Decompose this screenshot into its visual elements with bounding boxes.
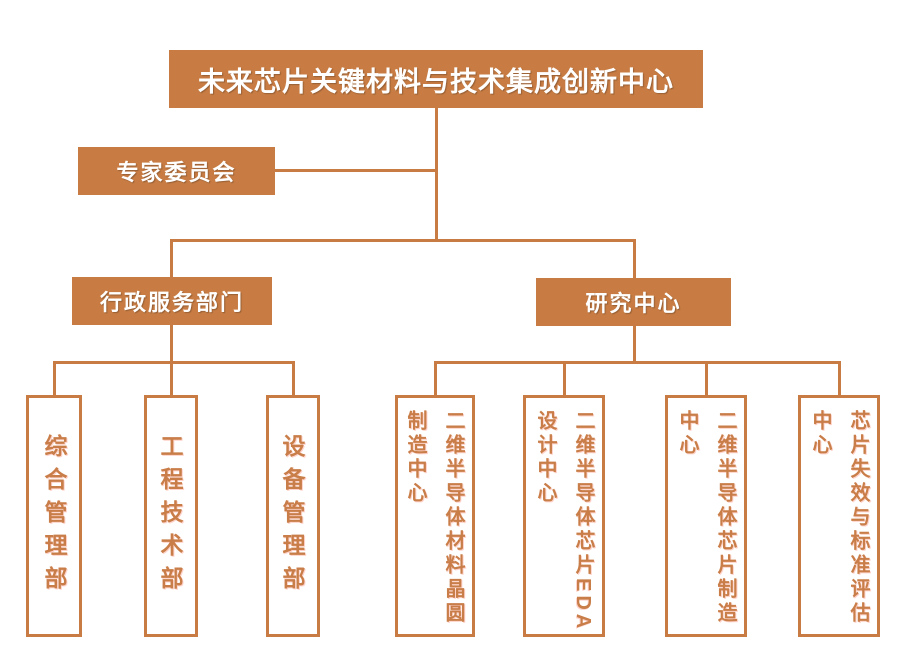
vertical-text-column: 二维半导体芯片制造: [714, 410, 736, 626]
org-root-box: 未来芯片关键材料与技术集成创新中心: [169, 50, 703, 108]
connector-drop-center-2: [563, 361, 566, 395]
connector-admin-stem: [170, 325, 173, 362]
vertical-text-column: 制造中心: [404, 410, 426, 506]
connector-drop-dept-2: [170, 361, 173, 395]
center-box-2d-semiconductor-chip-manufacturing: 二维半导体芯片制造 中心: [665, 395, 747, 637]
center-box-2d-semiconductor-wafer-manufacturing: 二维半导体材料晶圆 制造中心: [395, 395, 475, 637]
center-box-chip-failure-standards-evaluation: 芯片失效与标准评估 中心: [798, 395, 880, 637]
center-box-2d-semiconductor-eda-design: 二维半导体芯片EDA 设计中心: [523, 395, 605, 637]
vertical-text-column: 二维半导体材料晶圆: [442, 410, 464, 626]
admin-department-box: 行政服务部门: [72, 277, 272, 325]
dept-box-general-management: 综合管理部: [26, 395, 82, 637]
dept-box-engineering-technology: 工程技术部: [144, 395, 198, 637]
dept-box-equipment-management: 设备管理部: [266, 395, 320, 637]
research-center-box: 研究中心: [536, 278, 731, 326]
connector-drop-center-4: [838, 361, 841, 395]
connector-drop-center-1: [434, 361, 437, 395]
connector-drop-admin: [170, 239, 173, 277]
connector-drop-dept-1: [53, 361, 56, 395]
vertical-text-column: 中心: [676, 410, 698, 458]
connector-research-stem: [633, 326, 636, 361]
connector-trunk-vertical: [435, 108, 438, 240]
connector-drop-dept-3: [292, 361, 295, 395]
connector-expert-horizontal: [275, 169, 437, 172]
expert-committee-box: 专家委员会: [78, 147, 275, 195]
connector-drop-center-3: [705, 361, 708, 395]
connector-research-horizontal: [434, 361, 841, 364]
connector-admin-horizontal: [53, 361, 295, 364]
vertical-text-column: 中心: [809, 410, 831, 458]
vertical-text-column: 芯片失效与标准评估: [847, 410, 869, 626]
connector-drop-research: [633, 239, 636, 278]
vertical-text-column: 二维半导体芯片EDA: [572, 410, 594, 633]
connector-level2-horizontal: [170, 239, 636, 242]
vertical-text-column: 设计中心: [534, 410, 556, 506]
